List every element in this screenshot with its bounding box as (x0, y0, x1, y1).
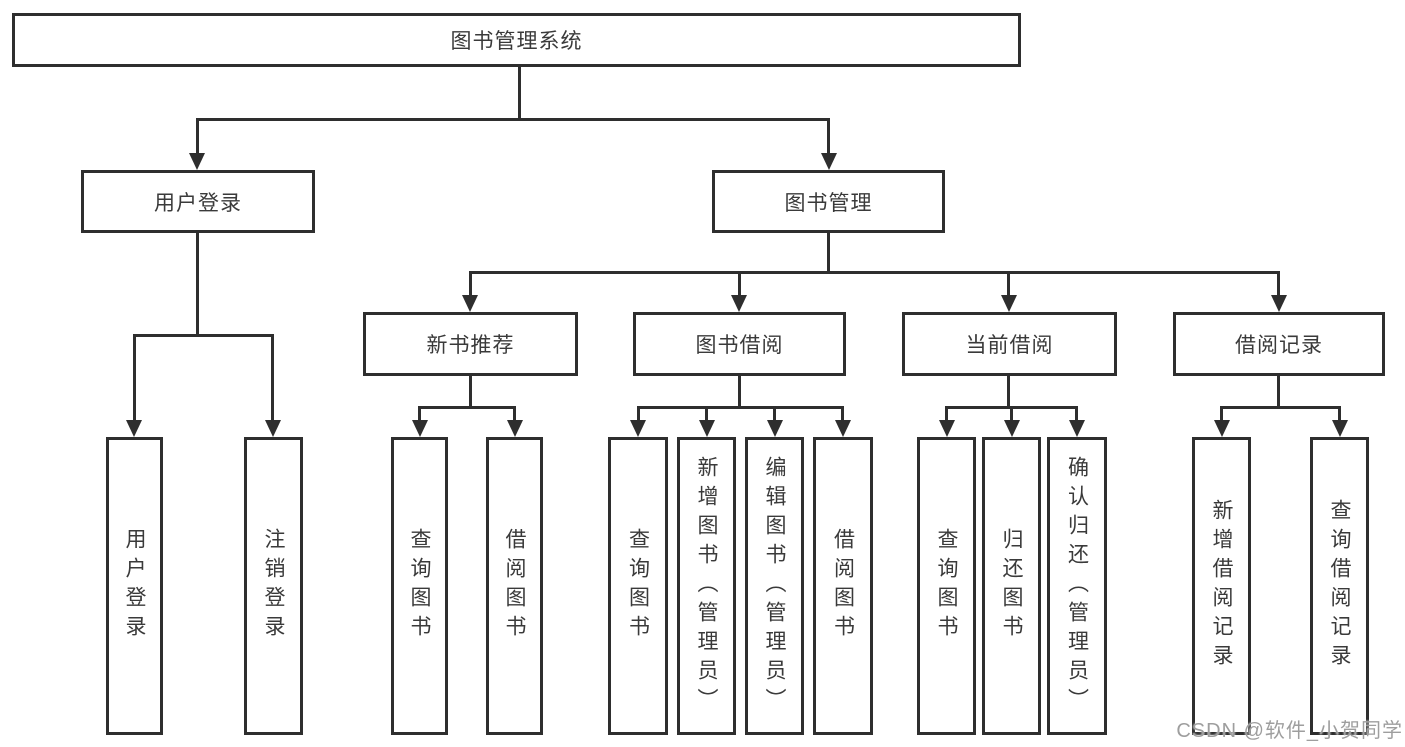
connector-stem (827, 118, 830, 156)
leaf-br-query-record-label: 查询借阅记录 (1328, 499, 1351, 673)
leaf-logout-label: 注销登录 (262, 528, 285, 644)
arrowhead-down-icon (189, 153, 205, 170)
connector-stub (1277, 376, 1280, 409)
connector-stub (196, 233, 199, 337)
leaf-bb-edit-books-admin: 编辑图书（管理员） (745, 437, 804, 735)
arrowhead-down-icon (1332, 420, 1348, 437)
leaf-bb-query-books: 查询图书 (608, 437, 668, 735)
connector-stem (513, 406, 516, 422)
arrowhead-down-icon (412, 420, 428, 437)
arrowhead-down-icon (507, 420, 523, 437)
arrowhead-down-icon (630, 420, 646, 437)
leaf-bb-borrow-books-label: 借阅图书 (831, 528, 855, 644)
leaf-cb-query-books: 查询图书 (917, 437, 976, 735)
watermark-text: CSDN @软件_小贺同学 (1176, 720, 1403, 742)
connector-stem (1075, 406, 1078, 422)
leaf-bb-add-books-admin-label: 新增图书（管理员） (695, 455, 718, 717)
connector-stem (945, 406, 948, 422)
connector-stem (469, 271, 472, 297)
connector-branch (133, 334, 274, 337)
arrowhead-down-icon (835, 420, 851, 437)
leaf-user-login: 用户登录 (106, 437, 163, 735)
leaf-nb-borrow-books-label: 借阅图书 (503, 528, 526, 644)
leaf-nb-borrow-books: 借阅图书 (486, 437, 543, 735)
connector-stem (1277, 271, 1280, 297)
node-new-book-recommend: 新书推荐 (363, 312, 578, 376)
leaf-logout: 注销登录 (244, 437, 303, 735)
leaf-cb-return-books: 归还图书 (982, 437, 1041, 735)
node-borrow-records-label: 借阅记录 (1235, 334, 1323, 357)
connector-stem (705, 406, 708, 422)
connector-branch (418, 406, 516, 409)
connector-branch (637, 406, 844, 409)
arrowhead-down-icon (1271, 295, 1287, 312)
leaf-br-query-record: 查询借阅记录 (1310, 437, 1369, 735)
node-new-book-recommend-label: 新书推荐 (426, 334, 515, 357)
node-borrow-records: 借阅记录 (1173, 312, 1385, 376)
arrowhead-down-icon (939, 420, 955, 437)
connector-stem (133, 334, 136, 422)
arrowhead-down-icon (1001, 295, 1017, 312)
leaf-br-add-record-label: 新增借阅记录 (1210, 499, 1233, 673)
node-current-borrow-label: 当前借阅 (965, 334, 1054, 357)
connector-stem (841, 406, 844, 422)
leaf-bb-query-books-label: 查询图书 (626, 528, 650, 644)
leaf-bb-borrow-books: 借阅图书 (813, 437, 873, 735)
arrowhead-down-icon (699, 420, 715, 437)
connector-stem (1007, 271, 1010, 297)
connector-stem (773, 406, 776, 422)
node-book-borrow-label: 图书借阅 (695, 334, 784, 357)
connector-branch (469, 271, 1280, 274)
connector-stub (1007, 376, 1010, 409)
arrowhead-down-icon (1004, 420, 1020, 437)
node-root: 图书管理系统 (12, 13, 1021, 67)
node-book-borrow: 图书借阅 (633, 312, 846, 376)
leaf-cb-query-books-label: 查询图书 (935, 528, 958, 644)
connector-root-branch (196, 118, 830, 121)
arrowhead-down-icon (767, 420, 783, 437)
leaf-cb-confirm-return-admin: 确认归还（管理员） (1047, 437, 1107, 735)
arrowhead-down-icon (1069, 420, 1085, 437)
arrowhead-down-icon (821, 153, 837, 170)
leaf-bb-add-books-admin: 新增图书（管理员） (677, 437, 736, 735)
node-root-label: 图书管理系统 (450, 30, 583, 53)
leaf-user-login-label: 用户登录 (123, 528, 146, 644)
connector-stub (827, 233, 830, 274)
node-book-management-label: 图书管理 (784, 191, 873, 215)
node-user-login-label: 用户登录 (154, 191, 242, 215)
node-user-login: 用户登录 (81, 170, 315, 233)
connector-stem (1010, 406, 1013, 422)
leaf-cb-return-books-label: 归还图书 (1000, 528, 1023, 644)
arrowhead-down-icon (1214, 420, 1230, 437)
connector-stub (469, 376, 472, 409)
leaf-nb-query-books: 查询图书 (391, 437, 448, 735)
arrowhead-down-icon (126, 420, 142, 437)
node-book-management: 图书管理 (712, 170, 945, 233)
arrowhead-down-icon (265, 420, 281, 437)
arrowhead-down-icon (731, 295, 747, 312)
leaf-bb-edit-books-admin-label: 编辑图书（管理员） (763, 455, 786, 717)
connector-stem (1220, 406, 1223, 422)
node-current-borrow: 当前借阅 (902, 312, 1117, 376)
connector-stem (418, 406, 421, 422)
connector-stem (196, 118, 199, 156)
connector-stub (738, 376, 741, 409)
connector-stem (637, 406, 640, 422)
connector-root-stub (518, 67, 521, 121)
leaf-nb-query-books-label: 查询图书 (408, 528, 431, 644)
leaf-cb-confirm-return-admin-label: 确认归还（管理员） (1065, 455, 1089, 717)
arrowhead-down-icon (462, 295, 478, 312)
leaf-br-add-record: 新增借阅记录 (1192, 437, 1251, 735)
connector-stem (738, 271, 741, 297)
connector-branch (1220, 406, 1340, 409)
connector-stem (271, 334, 274, 422)
connector-stem (1338, 406, 1341, 422)
